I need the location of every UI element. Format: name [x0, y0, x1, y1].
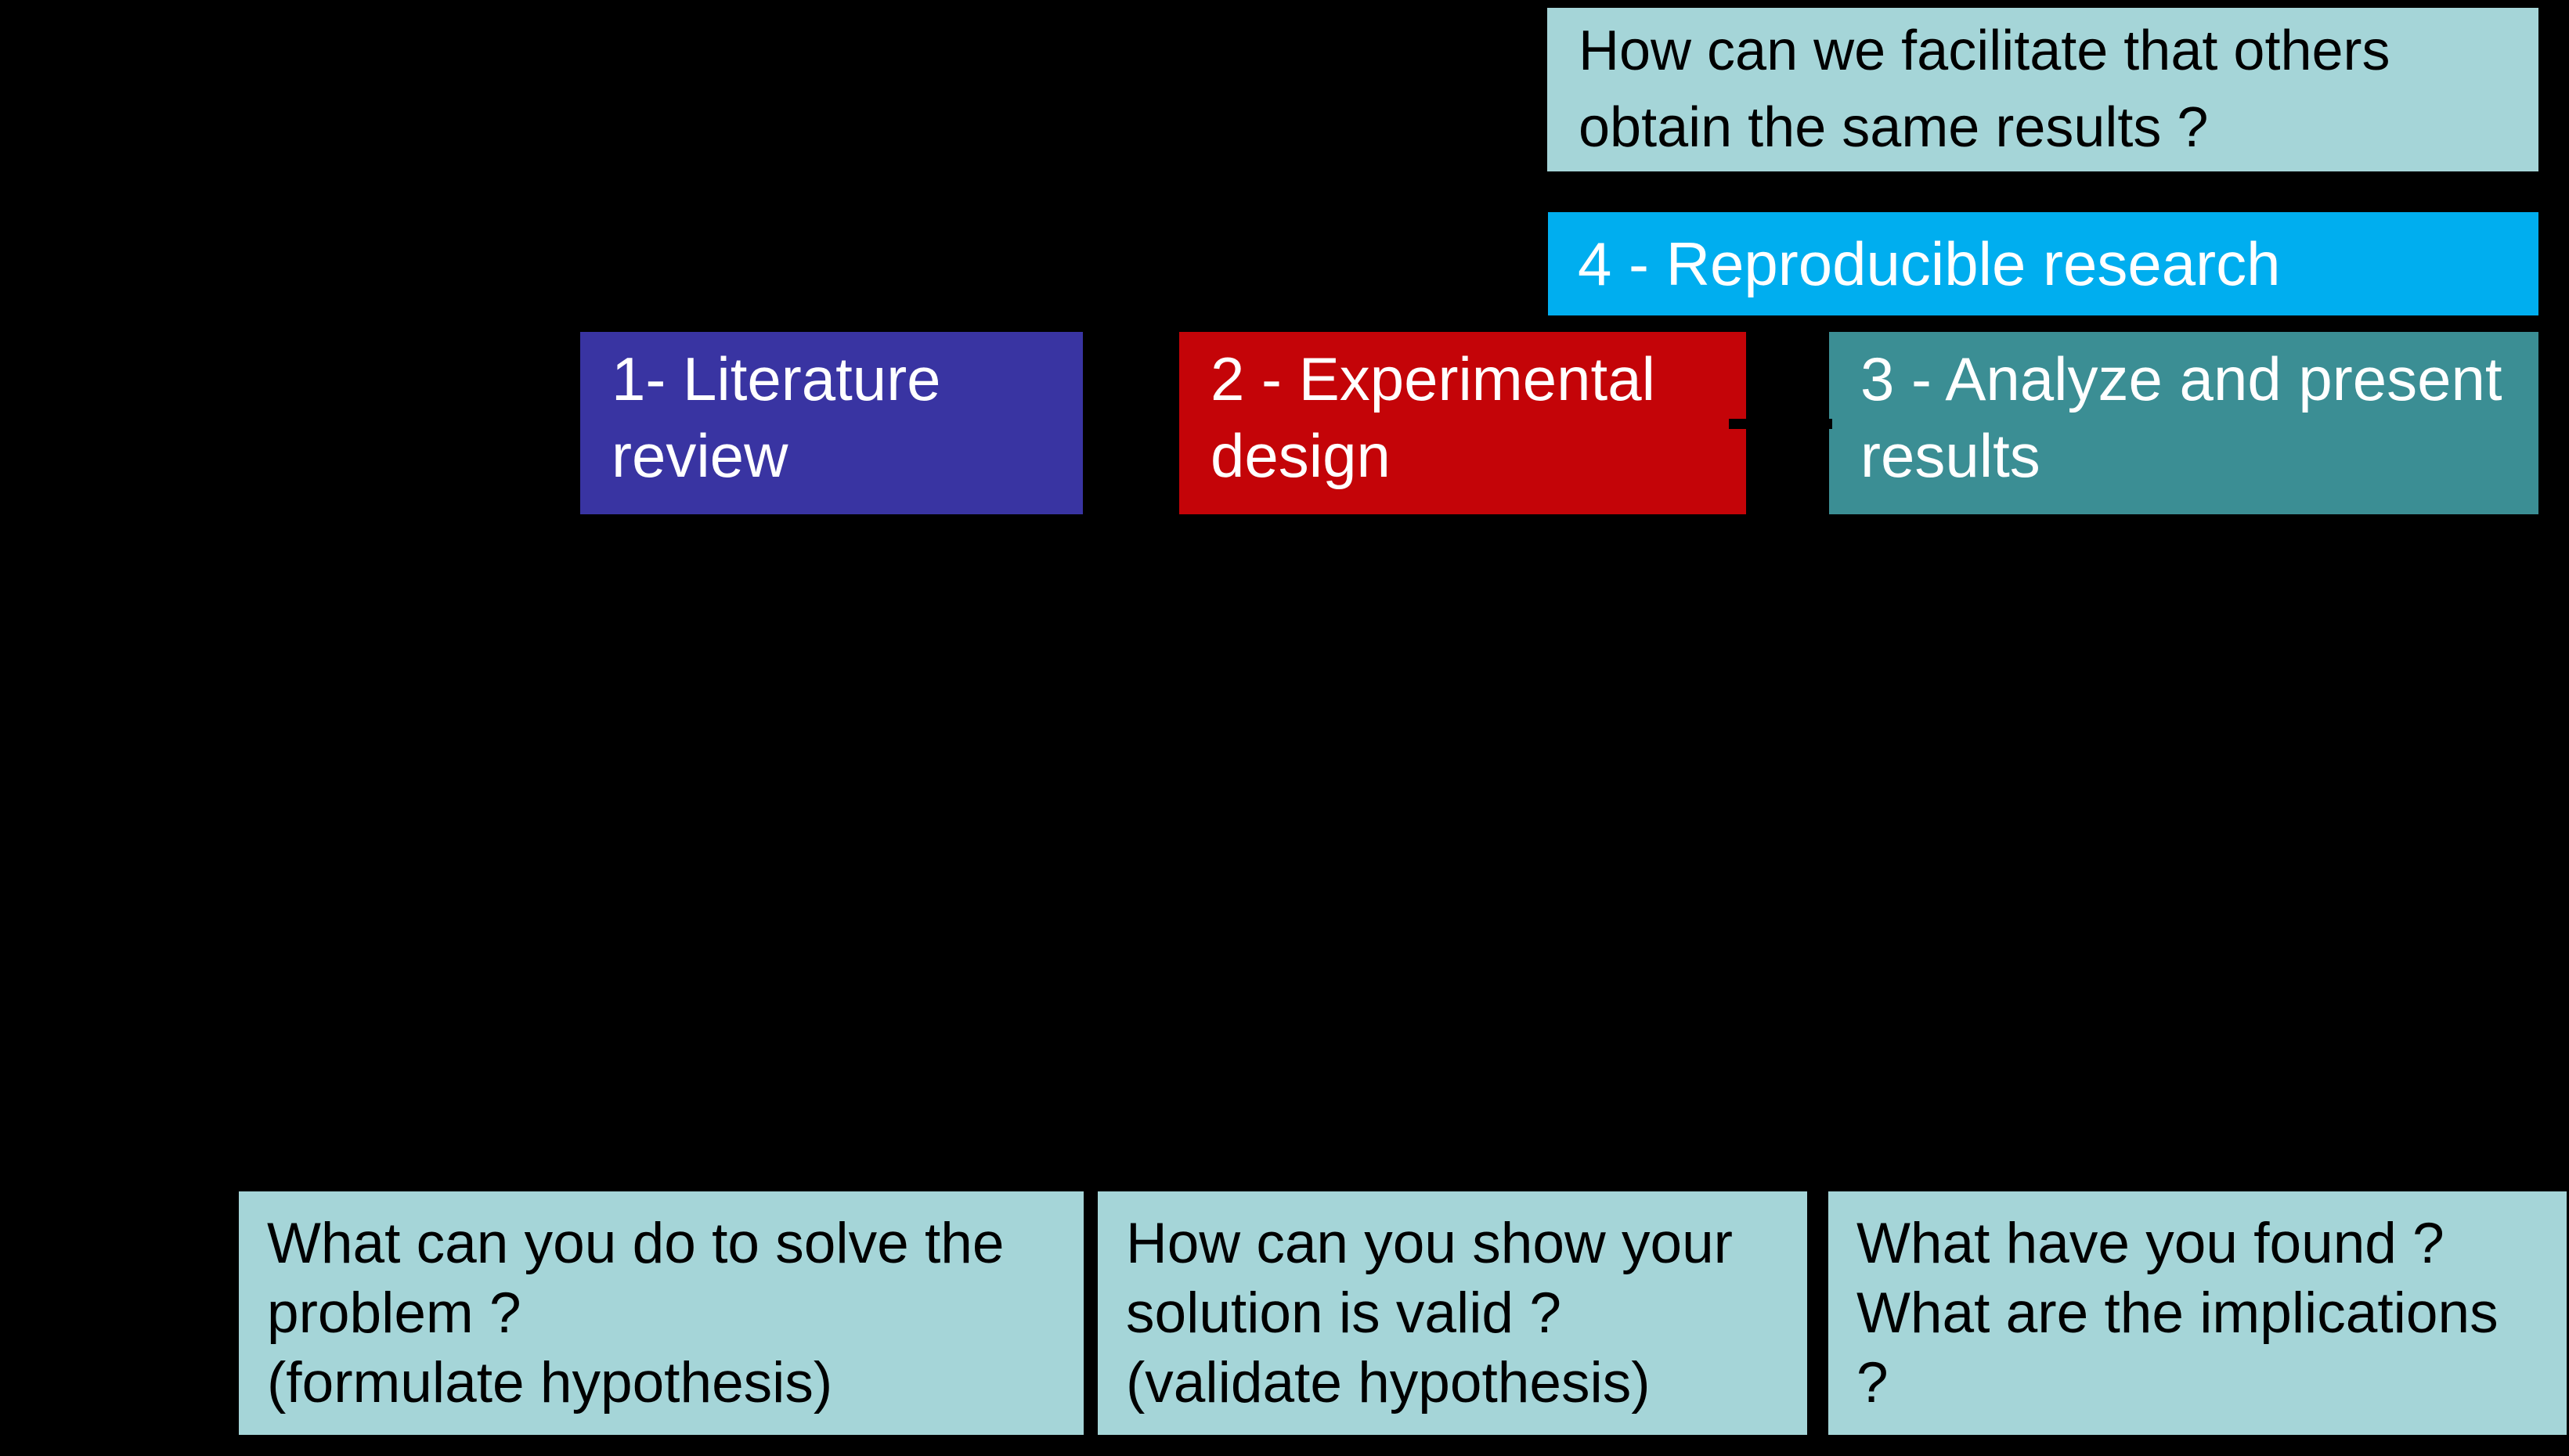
step-box-analyze-present-results: 3 - Analyze and present results [1829, 332, 2538, 514]
step-box-analyze-present-results-label: 3 - Analyze and present results [1860, 344, 2502, 490]
step-box-experimental-design-label: 2 - Experimental design [1211, 344, 1655, 490]
step-box-reproducible-research: 4 - Reproducible research [1548, 212, 2538, 315]
question-box-reproducibility: How can we facilitate that others obtain… [1547, 8, 2538, 171]
question-box-solution-valid-line2: (validate hypothesis) [1126, 1351, 1651, 1415]
question-box-reproducibility-text: How can we facilitate that others obtain… [1579, 20, 2390, 159]
step-box-experimental-design: 2 - Experimental design [1179, 332, 1746, 514]
question-box-solve-problem: What can you do to solve the problem ? (… [239, 1191, 1084, 1435]
connector-line-step2-step3 [1729, 419, 1832, 429]
step-box-literature-review-label: 1- Literature review [612, 344, 941, 490]
question-box-solution-valid: How can you show your solution is valid … [1098, 1191, 1807, 1435]
step-box-reproducible-research-label: 4 - Reproducible research [1578, 229, 2281, 298]
question-box-solution-valid-line1: How can you show your solution is valid … [1126, 1212, 1733, 1346]
question-box-solve-problem-line1: What can you do to solve the problem ? [267, 1212, 1005, 1346]
question-box-findings-implications: What have you found ? What are the impli… [1828, 1191, 2567, 1435]
step-box-literature-review: 1- Literature review [580, 332, 1083, 514]
question-box-findings-implications-line1: What have you found ? [1856, 1212, 2445, 1275]
question-box-solve-problem-line2: (formulate hypothesis) [267, 1351, 833, 1415]
question-box-findings-implications-line2: What are the implications ? [1856, 1281, 2499, 1415]
